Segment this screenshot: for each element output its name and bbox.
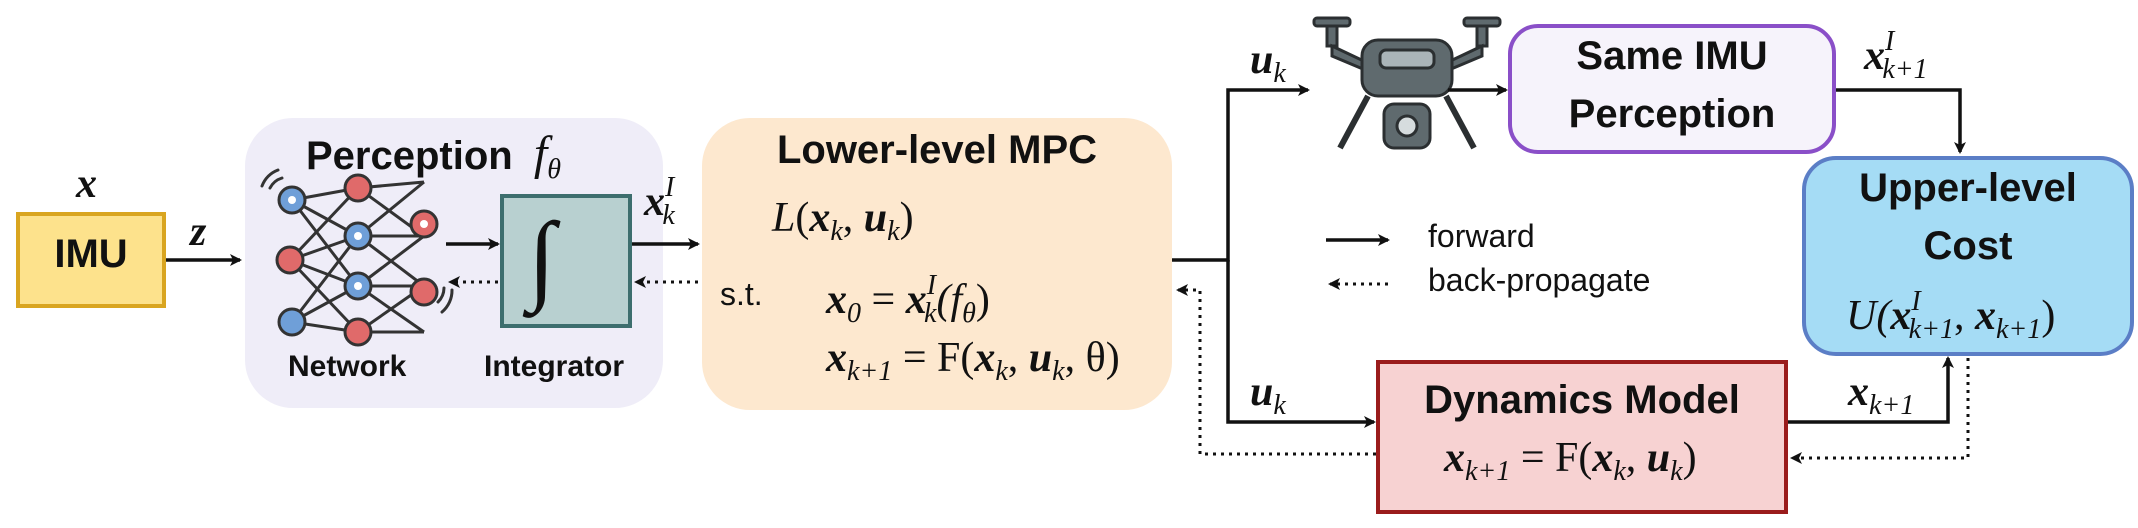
same-imu-box — [1508, 24, 1836, 154]
backprop-arrows — [448, 276, 1970, 464]
imu-box — [16, 212, 166, 308]
integrator-symbol: ∫ — [528, 202, 556, 313]
dynamics-box — [1376, 360, 1788, 514]
legend-forward-label: forward — [1428, 218, 1535, 254]
drone-icon — [1312, 16, 1502, 150]
upper-cost-line2: Cost — [1923, 224, 2013, 268]
mpc-constraint-2: xk+1 = F(xk, uk, θ) — [826, 335, 1120, 387]
arrow-same-imu-to-upper — [1836, 88, 1966, 154]
dynamics-output-var: xk+1 — [1848, 369, 1915, 421]
control-label-upper: uk — [1250, 37, 1286, 89]
arrow-mpc-to-dynamics — [1226, 260, 1376, 428]
network-nodes — [275, 173, 439, 347]
dynamics-title: Dynamics Model — [1424, 378, 1740, 422]
upper-cost-line1: Upper-level — [1859, 166, 2077, 210]
same-imu-line2: Perception — [1568, 92, 1776, 136]
upper-cost-formula: U(xIk+1, xk+1) — [1846, 286, 2056, 345]
control-label-lower: uk — [1250, 369, 1286, 421]
integrator-box — [500, 194, 632, 328]
arrow-dynamics-to-mpc — [1176, 284, 1376, 456]
network-label: Network — [288, 350, 407, 383]
imu-input-var: x — [76, 161, 97, 207]
forward-arrows — [166, 84, 1966, 428]
same-imu-line1: Same IMU — [1576, 34, 1768, 78]
upper-cost-box — [1802, 156, 2134, 356]
network-signal-arcs — [260, 168, 454, 314]
same-imu-output-var: xIk+1 — [1864, 26, 1928, 85]
mpc-objective: L(xk, uk) — [772, 195, 914, 247]
arrow-dynamics-to-upper — [1788, 356, 1954, 424]
perception-title: Perception fθ — [306, 127, 561, 185]
arrow-mpc-to-drone — [1172, 84, 1310, 262]
integrator-label: Integrator — [484, 350, 625, 383]
dynamics-formula: xk+1 = F(xk, uk) — [1444, 435, 1697, 487]
mpc-box — [702, 118, 1172, 410]
imu-label: IMU — [54, 232, 128, 276]
legend-back-label: back-propagate — [1428, 262, 1651, 298]
perception-output-var: xIk — [644, 172, 675, 231]
mpc-title: Lower-level MPC — [776, 128, 1098, 172]
mpc-st-label: s.t. — [720, 276, 763, 312]
arrow-upper-to-dynamics — [1790, 358, 1970, 464]
mpc-constraint-1: x0 = xIk(fθ) — [826, 270, 990, 329]
imu-output-var: z — [190, 209, 207, 255]
